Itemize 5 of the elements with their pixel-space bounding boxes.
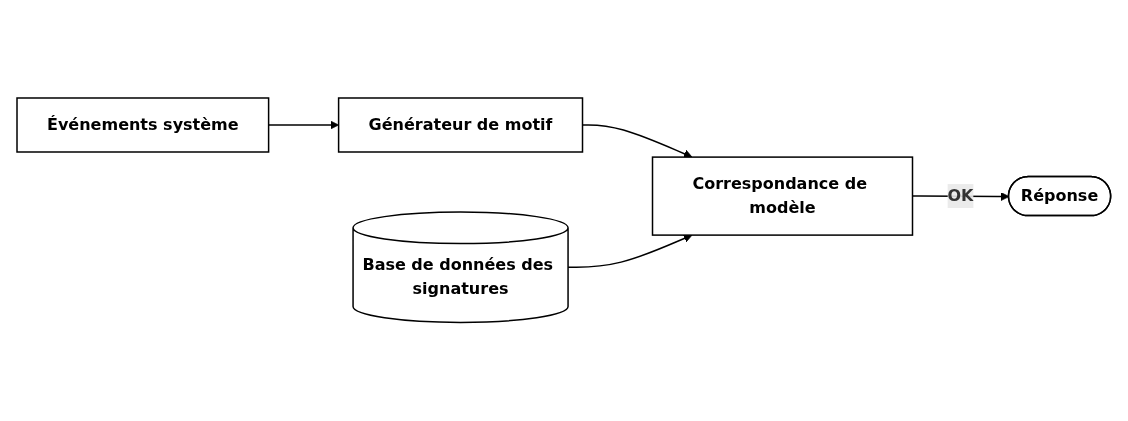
- node-box: Générateur de motif: [338, 97, 584, 154]
- edge-label: OK: [947, 186, 974, 206]
- node-box: Correspondance de modèle: [651, 156, 914, 237]
- node-box: Événements système: [16, 97, 270, 154]
- arrow: [567, 234, 693, 269]
